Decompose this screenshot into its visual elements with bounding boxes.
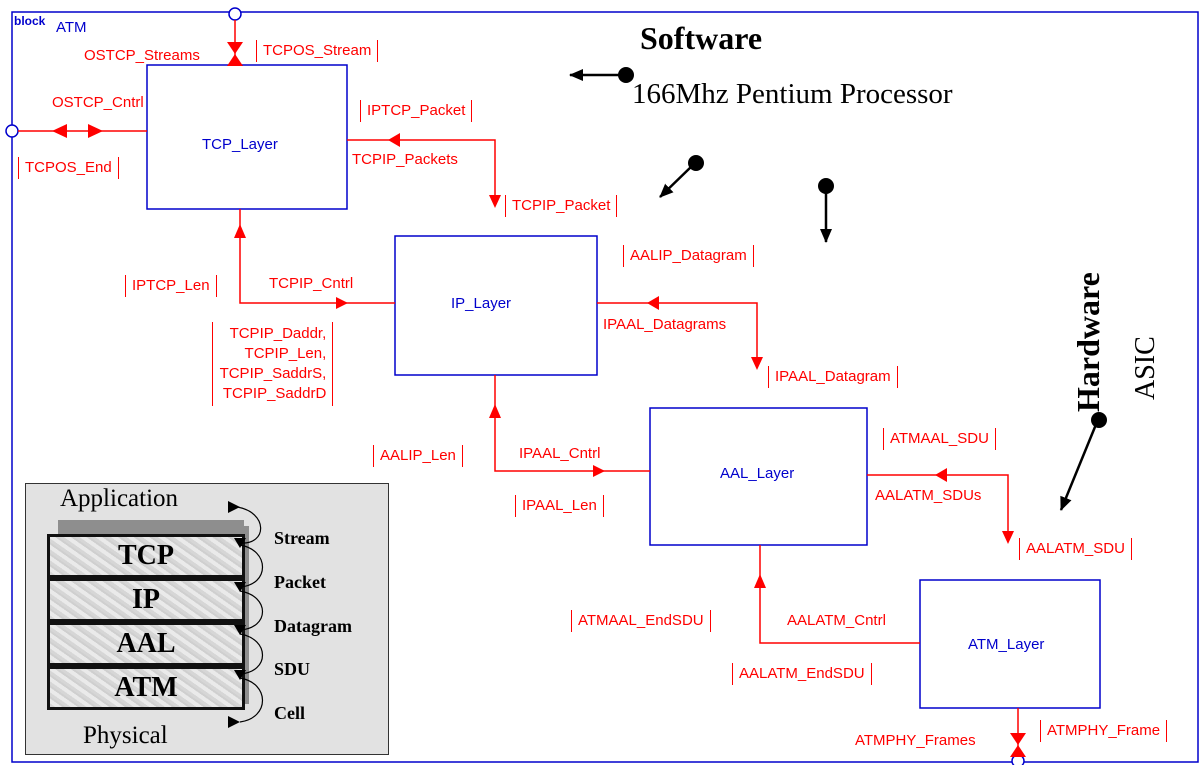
aalatm-cntrl-label: AALATM_Cntrl [787, 612, 886, 629]
stack-interface-cell: Cell [274, 703, 305, 723]
software-subtitle: 166Mhz Pentium Processor [632, 78, 953, 110]
aal-layer-block[interactable] [649, 407, 868, 546]
stack-interface-datagram: Datagram [274, 616, 352, 636]
aalatm-sdus-label: AALATM_SDUs [875, 487, 982, 504]
atm-layer-label: ATM_Layer [968, 636, 1045, 653]
ipaal-cntrl-label: IPAAL_Cntrl [519, 445, 601, 462]
ipaal-datagram-port[interactable]: IPAAL_Datagram [768, 366, 898, 388]
atm-layer-block[interactable] [919, 579, 1101, 709]
block-keyword: block [14, 14, 46, 28]
stack-layer-aal: AAL [47, 622, 245, 666]
software-pointer-dot [618, 67, 634, 83]
aalatm-sdu-port[interactable]: AALATM_SDU [1019, 538, 1132, 560]
stack-layer-tcp: TCP [47, 534, 245, 578]
stack-layer-ip: IP [47, 578, 245, 622]
tcpip-packets-label: TCPIP_Packets [352, 151, 458, 168]
aal-layer-label: AAL_Layer [720, 465, 795, 482]
iptcp-len-port[interactable]: IPTCP_Len [125, 275, 217, 297]
ipaal-datagrams-label: IPAAL_Datagrams [603, 316, 727, 333]
atmaal-sdu-port[interactable]: ATMAAL_SDU [883, 428, 996, 450]
tcp-layer-block[interactable] [146, 64, 348, 210]
ip-layer-label: IP_Layer [451, 295, 512, 312]
aalatm-endsdu-port[interactable]: AALATM_EndSDU [732, 663, 872, 685]
aalip-datagram-port[interactable]: AALIP_Datagram [623, 245, 754, 267]
tcpos-stream-port[interactable]: TCPOS_Stream [256, 40, 379, 62]
aalip-len-port[interactable]: AALIP_Len [373, 445, 463, 467]
tcpip-packet-port[interactable]: TCPIP_Packet [505, 195, 618, 217]
stack-layer-atm: ATM [47, 666, 245, 710]
tcp-layer-label: TCP_Layer [202, 136, 278, 153]
ostcp-cntrl-label: OSTCP_Cntrl [52, 94, 144, 111]
outer-frame [11, 11, 1199, 763]
stack-interface-stream: Stream [274, 528, 330, 548]
stack-application-label: Application [60, 485, 179, 512]
stack-interface-packet: Packet [274, 572, 326, 592]
iptcp-packet-port[interactable]: IPTCP_Packet [360, 100, 473, 122]
aal-pointer-dot [818, 178, 834, 194]
atmaal-endsdu-port[interactable]: ATMAAL_EndSDU [571, 610, 711, 632]
stack-interface-sdu: SDU [274, 659, 311, 679]
ip-pointer-dot [688, 155, 704, 171]
tcpip-group-port[interactable]: TCPIP_Daddr, TCPIP_Len, TCPIP_SaddrS, TC… [212, 322, 334, 406]
ip-layer-block[interactable] [394, 235, 598, 376]
software-title: Software [640, 20, 763, 56]
hardware-pointer-dot [1091, 412, 1107, 428]
ipaal-len-port[interactable]: IPAAL_Len [515, 495, 604, 517]
tcpip-cntrl-label: TCPIP_Cntrl [269, 275, 354, 292]
atmphy-frame-port[interactable]: ATMPHY_Frame [1040, 720, 1168, 742]
atmphy-frames-label: ATMPHY_Frames [855, 732, 976, 749]
stack-shadow-top [58, 520, 244, 534]
ostcp-streams-label: OSTCP_Streams [84, 47, 200, 64]
stack-physical-label: Physical [83, 722, 168, 749]
tcpos-end-port[interactable]: TCPOS_End [18, 157, 119, 179]
block-name: ATM [56, 19, 87, 36]
